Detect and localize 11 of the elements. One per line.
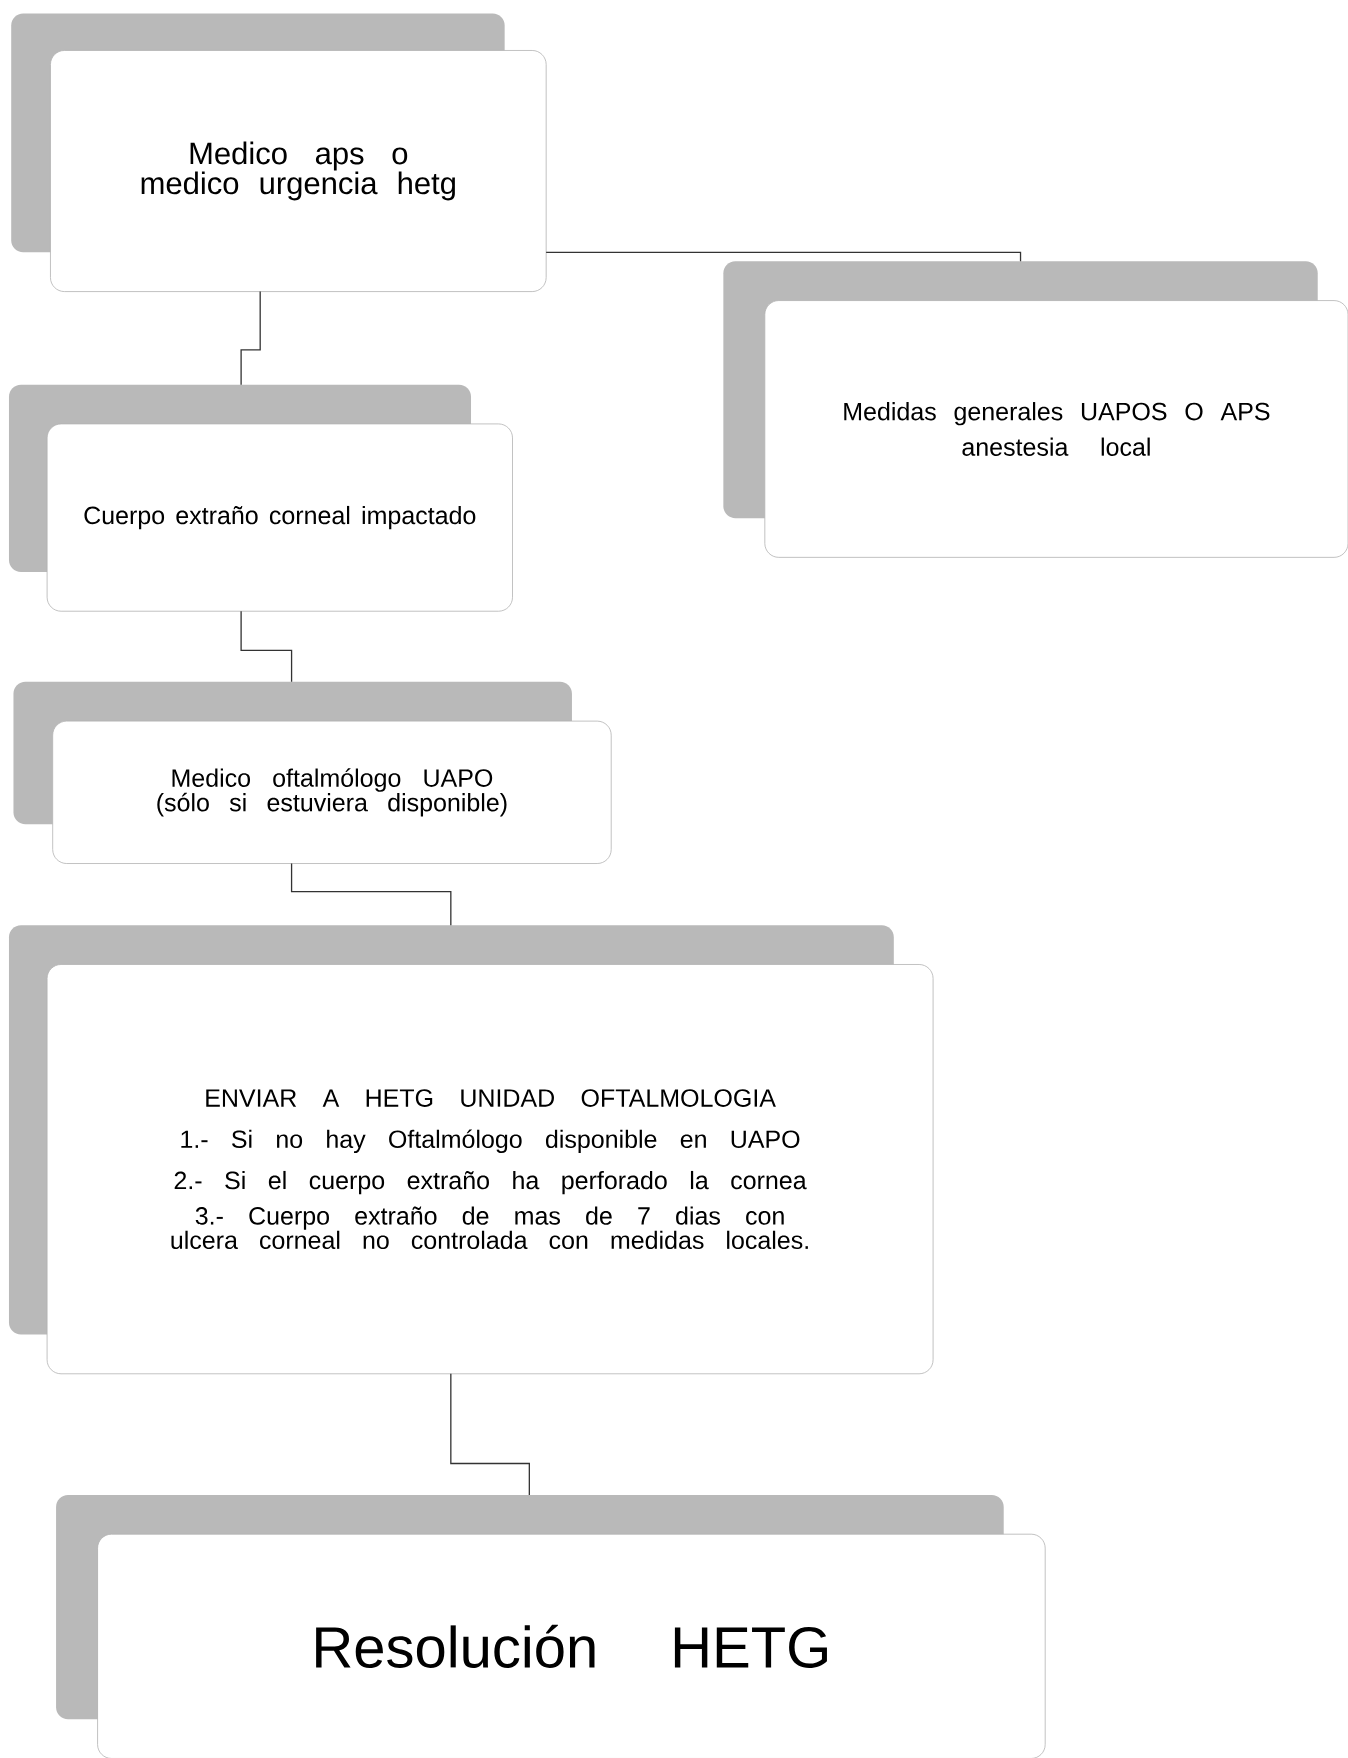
process-box: Medico aps o medico urgencia hetg: [11, 13, 547, 292]
connector-line: [450, 1373, 530, 1496]
connector-line: [240, 610, 293, 683]
process-box: Medico oftalmólogo UAPO (sólo si estuviera disponible): [13, 681, 612, 864]
process-box: Medidas generales UAPOS O APS anestesia local: [723, 261, 1348, 558]
process-box: ENVIAR A HETG UNIDAD OFTALMOLOGIA 1.- Si no hay Oftalmólogo disponible en UAPO 2.- Si el cuerpo extraño ha perforado la cornea 3.- Cuerpo extraño de mas de 7 dias con ulcera corneal no controlada con medidas locales.: [8, 925, 934, 1375]
connector-line: [545, 251, 1022, 262]
process-box: Resolución HETG: [56, 1494, 1046, 1758]
process-box: Cuerpo extraño corneal impactado: [8, 384, 513, 612]
connector-line: [240, 290, 261, 386]
connector-line: [290, 862, 452, 926]
